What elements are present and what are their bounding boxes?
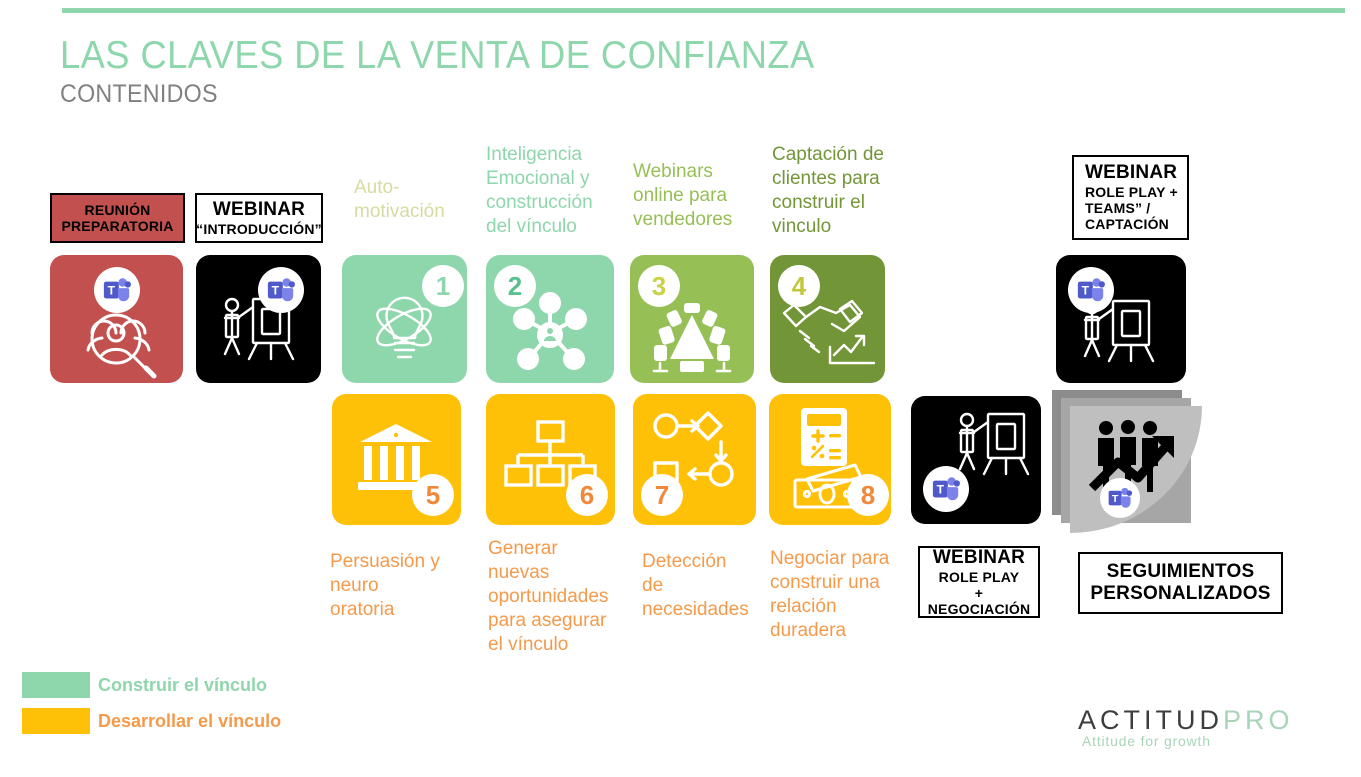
svg-text:T: T [1082,284,1090,298]
step-badge-6: 6 [566,474,608,516]
teams-icon: T [1108,487,1133,508]
card-step-3[interactable]: 3 [630,255,754,383]
step-label-8: Negociar para construir una relación dur… [770,548,890,641]
webinar-neg-line3: + [974,584,984,601]
teams-icon: T [103,278,131,302]
step-number-3: 3 [651,270,667,301]
step-badge-1: 1 [422,265,464,307]
legend-swatch-desarrollar [22,708,90,734]
legend-label-construir: Construir el vínculo [98,675,268,695]
presenter-flipchart-icon [1083,299,1155,363]
step-badge-5: 5 [412,474,454,516]
card-step-4[interactable]: 4 [770,255,885,383]
card-webinar-negociacion[interactable]: T [911,396,1041,524]
teams-chip: T [94,267,140,313]
step-label-1: Auto- motivación [354,177,445,222]
webinar-neg-line1: WEBINAR [932,546,1026,568]
webinar-top-line1: WEBINAR [1085,162,1178,184]
reunion-preparatoria-box[interactable]: REUNIÓN PREPARATORIA [50,193,185,243]
card-step-6[interactable]: 6 [486,394,615,525]
seguimientos-line2: PERSONALIZADOS [1090,583,1271,604]
seguimientos-line1: SEGUIMIENTOS [1106,561,1255,583]
card-webinar-introduccion[interactable]: T [196,255,321,383]
top-rule [62,8,1345,13]
webinar-neg-line4: NEGOCIACIÓN [927,600,1031,617]
step-badge-2: 2 [494,265,536,307]
page-title: LAS CLAVES DE LA VENTA DE CONFIANZA [60,34,815,77]
reunion-line2: PREPARATORIA [61,218,174,234]
webinar-introduccion-box[interactable]: WEBINAR “INTRODUCCIÓN” [195,193,323,243]
step-number-2: 2 [507,270,523,301]
step-label-6: Generar nuevas oportunidades para asegur… [488,538,609,655]
step-badge-4: 4 [778,265,820,307]
teams-chip: T [1100,478,1140,518]
step-number-5: 5 [425,479,441,510]
svg-text:T: T [1112,493,1119,505]
step-label-4: Captación de clientes para construir el … [772,144,884,237]
step-number-1: 1 [435,270,451,301]
brand-logo: ACTITUDPRO [1078,705,1294,736]
teams-chip: T [923,466,969,512]
legend-swatch-construir [22,672,90,698]
teams-chip: T [1068,267,1114,313]
webinar-intro-line1: WEBINAR [212,199,306,221]
svg-text:T: T [108,284,116,298]
step-badge-3: 3 [638,265,680,307]
webinar-negociacion-box[interactable]: WEBINAR ROLE PLAY + NEGOCIACIÓN [918,546,1040,618]
seguimientos-personalizados-box[interactable]: SEGUIMIENTOS PERSONALIZADOS [1078,552,1283,614]
teams-icon: T [267,278,295,302]
step-badge-7: 7 [641,474,683,516]
webinar-roleplay-captacion-box[interactable]: WEBINAR ROLE PLAY + TEAMS” / CAPTACIÓN [1072,155,1189,240]
step-label-2: Inteligencia Emocional y construcción de… [486,144,593,237]
card-step-2[interactable]: 2 [486,255,614,383]
card-step-5[interactable]: 5 [332,394,461,525]
svg-text:T: T [937,483,945,497]
webinar-top-line2: ROLE PLAY + [1085,184,1178,201]
webinar-neg-line2: ROLE PLAY [938,568,1020,585]
team-growth-icon [1088,420,1174,492]
logo-part1: ACTITUD [1078,705,1223,735]
card-step-7[interactable]: 7 [633,394,756,525]
presenter-flipchart-icon [958,412,1030,476]
meeting-table-icon [652,303,732,373]
webinar-top-line3: TEAMS” / [1085,200,1151,217]
step-number-6: 6 [579,479,595,510]
handshake-growth-icon [782,299,876,365]
logo-tagline: Attitude for growth [1082,733,1211,749]
step-badge-8: 8 [847,474,889,516]
card-step-1[interactable]: 1 [342,255,467,383]
page-subtitle: CONTENIDOS [60,80,218,108]
teams-icon: T [932,477,960,501]
people-search-icon [86,313,157,379]
card-reunion-preparatoria[interactable]: T [50,255,183,383]
card-seguimientos-stack[interactable]: T [1052,390,1212,535]
webinar-intro-line2: “INTRODUCCIÓN” [196,220,322,237]
svg-text:T: T [272,284,280,298]
reunion-line1: REUNIÓN [84,201,151,218]
network-nodes-icon [513,292,587,370]
teams-chip: T [258,267,304,313]
card-step-8[interactable]: 8 [769,394,891,525]
webinar-top-line4: CAPTACIÓN [1085,216,1169,233]
step-number-7: 7 [654,479,670,510]
step-label-7: Detección de necesidades [642,551,749,620]
step-number-8: 8 [860,479,876,510]
card-webinar-captacion[interactable]: T [1056,255,1186,383]
legend-label-desarrollar: Desarrollar el vínculo [98,711,282,731]
logo-part2: PRO [1223,705,1294,735]
step-number-4: 4 [791,270,807,301]
bank-institution-icon [358,424,434,490]
step-label-3: Webinars online para vendedores [633,161,733,230]
teams-icon: T [1077,278,1105,302]
lightbulb-orbit-icon [376,296,432,359]
step-label-5: Persuasión y neuro oratoria [330,551,440,620]
presenter-flipchart-icon [223,297,295,361]
